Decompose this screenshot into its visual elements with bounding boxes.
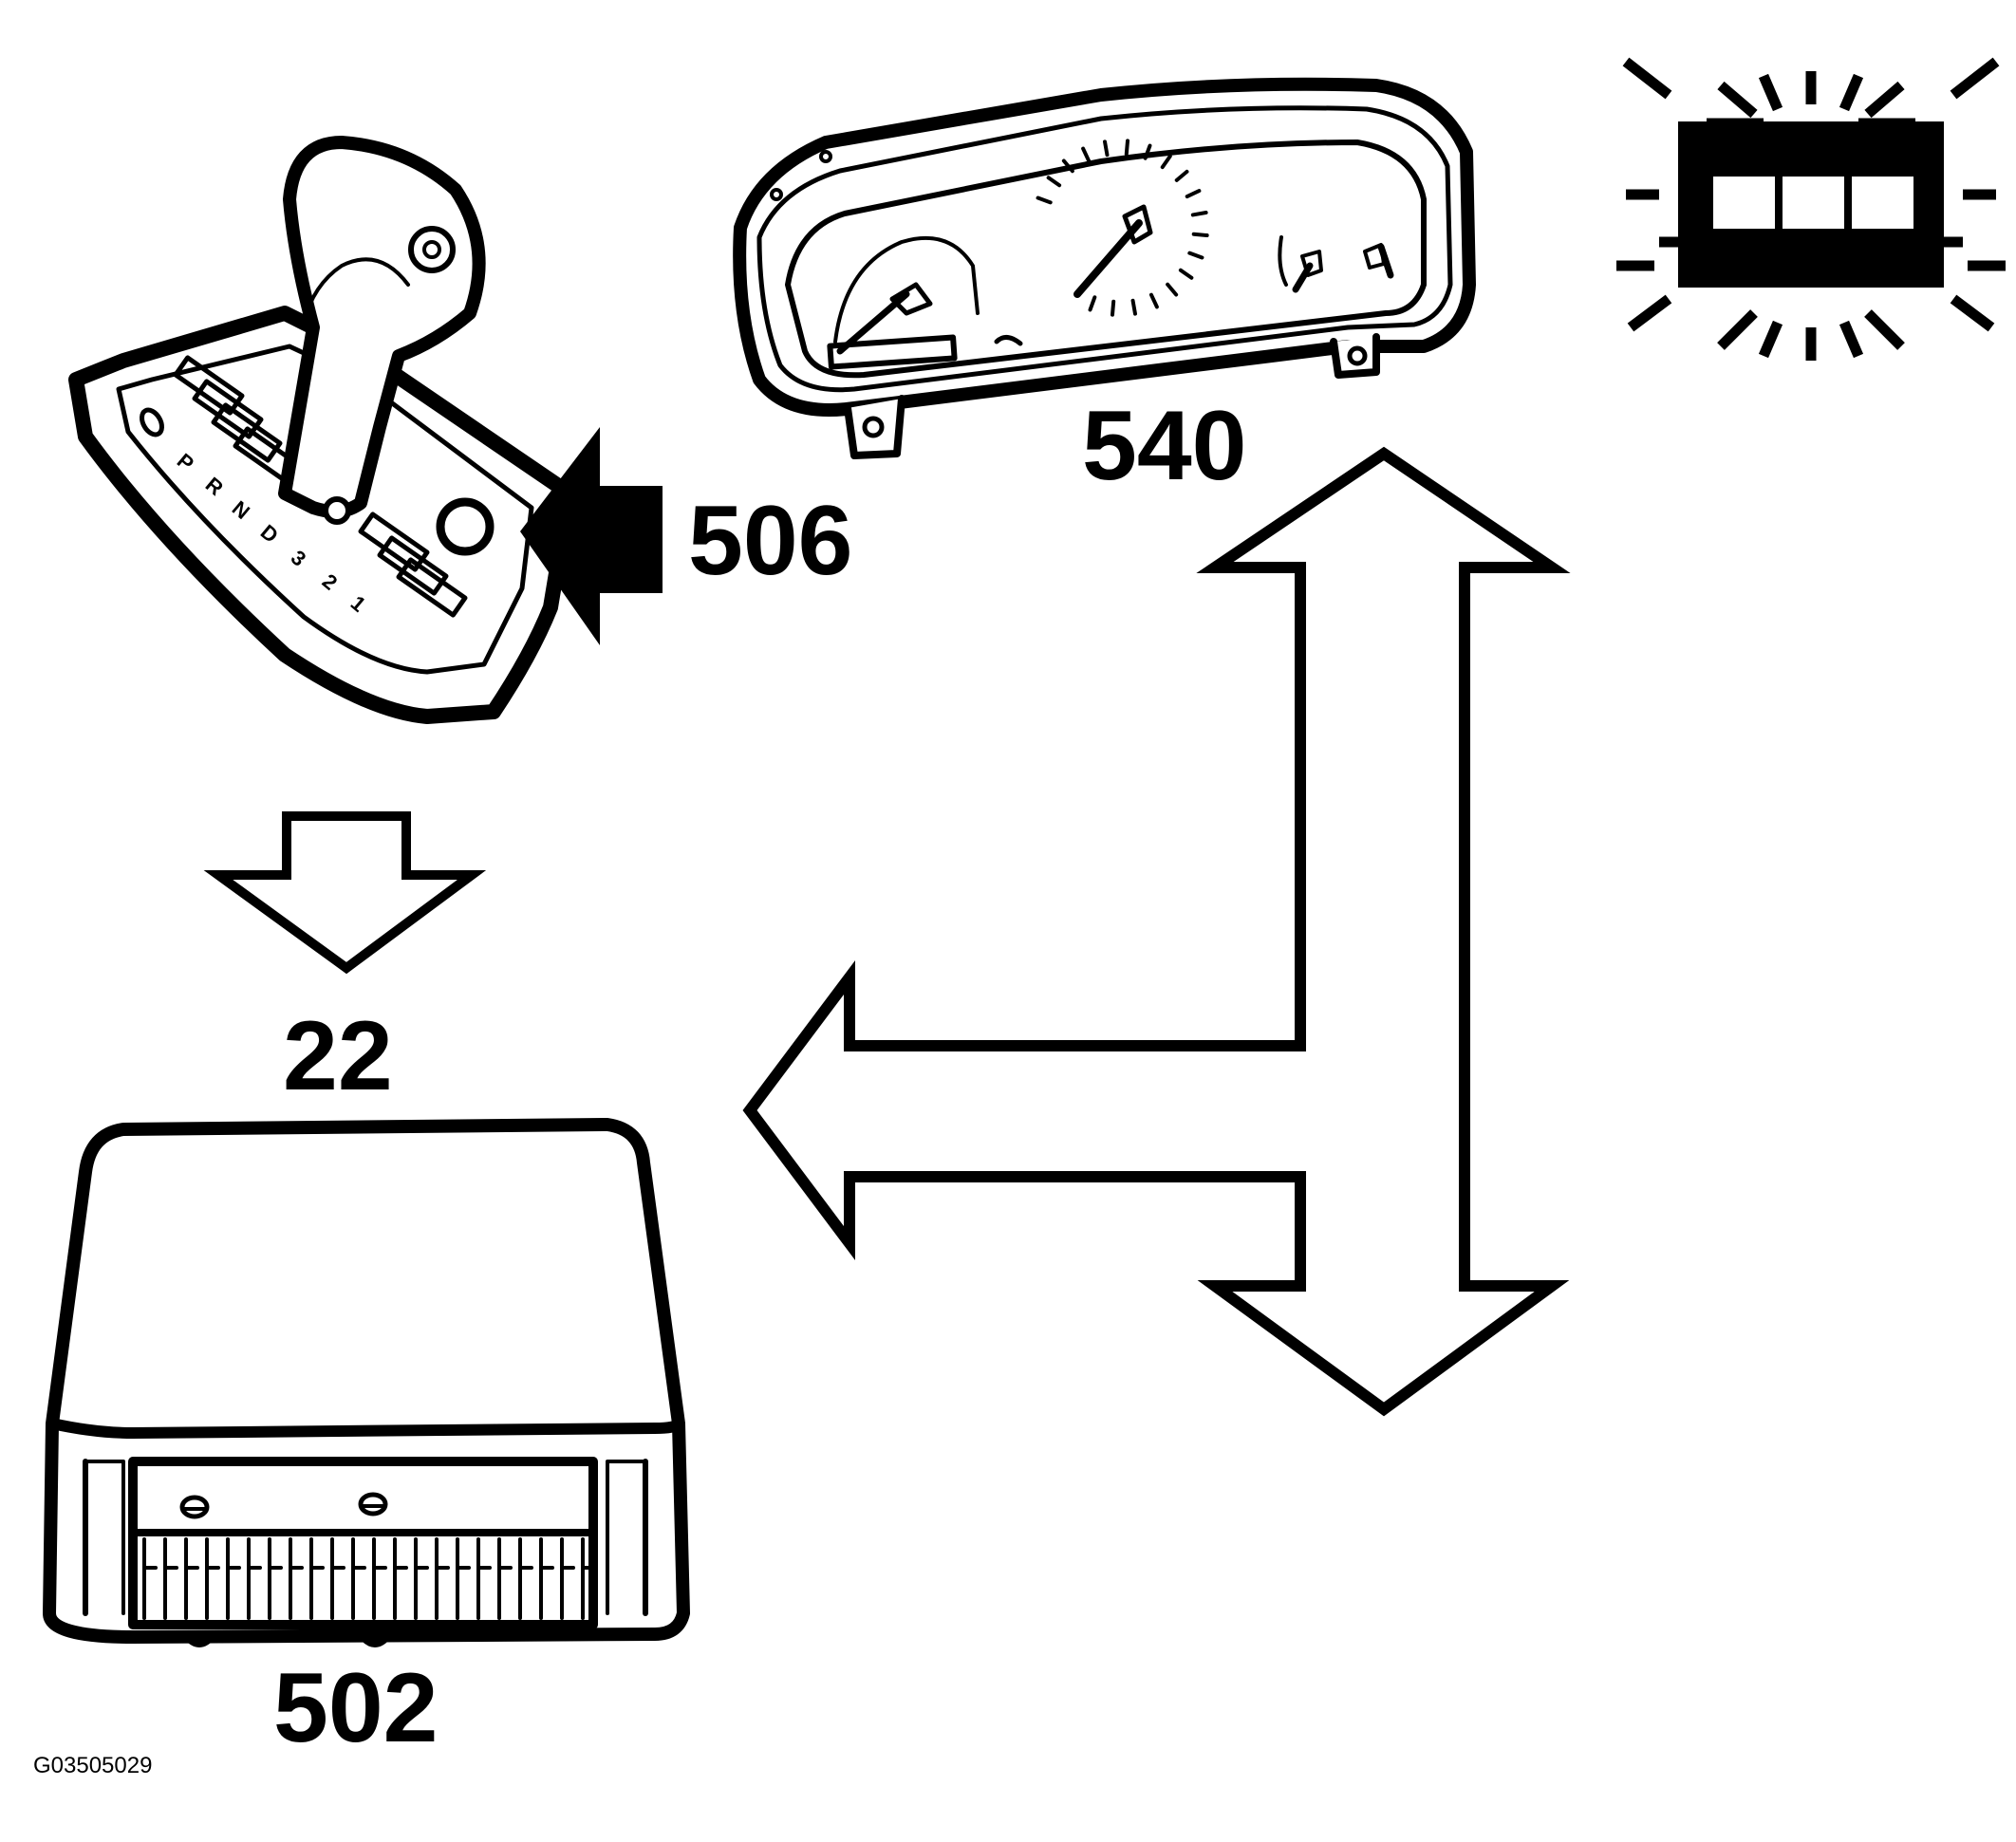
callout-506: 506 bbox=[688, 486, 853, 596]
lamp-rays bbox=[1616, 57, 2006, 361]
callout-502: 502 bbox=[273, 1653, 439, 1763]
gauge-ticks bbox=[1036, 139, 1209, 317]
gauge-tick bbox=[1124, 139, 1130, 157]
lamp-ray bbox=[1622, 57, 1672, 100]
gear-selector-lever-icon: P R N D 3 2 1 bbox=[68, 136, 577, 724]
lamp-ray bbox=[1627, 294, 1672, 332]
transmission-control-module-icon bbox=[43, 1118, 690, 1647]
gauge-tick bbox=[1174, 169, 1189, 182]
gauge-tick bbox=[1046, 176, 1062, 188]
lamp-ray bbox=[1717, 309, 1758, 350]
gauge-tick bbox=[1190, 211, 1208, 217]
gauge-tick bbox=[1081, 146, 1092, 163]
instrument-cluster-icon bbox=[733, 77, 1476, 459]
lamp-ray bbox=[1950, 57, 2000, 100]
lamp-ray bbox=[1864, 309, 1905, 350]
lamp-ray bbox=[1839, 320, 1864, 359]
gauge-tick bbox=[1185, 189, 1202, 199]
gauge-tick bbox=[1160, 154, 1172, 170]
selector-pointer-arrow bbox=[520, 427, 663, 645]
lamp-ray bbox=[1839, 73, 1864, 112]
gauge-tick bbox=[1036, 195, 1053, 205]
gauge-tick bbox=[1061, 158, 1074, 174]
gauge-tick bbox=[1110, 299, 1116, 317]
bidirectional-communication-arrow bbox=[742, 446, 1571, 1417]
gauge-tick bbox=[1148, 292, 1159, 309]
gauge-tick bbox=[1130, 298, 1137, 316]
lamp-ray bbox=[1758, 73, 1783, 112]
gauge-tick bbox=[1187, 251, 1204, 260]
gauge-tick bbox=[1143, 143, 1152, 160]
warning-lamp-icon bbox=[1616, 57, 2006, 361]
signal-down-arrow bbox=[203, 811, 487, 975]
gauge-tick bbox=[1103, 140, 1110, 158]
lamp-ray bbox=[1758, 320, 1783, 359]
gauge-tick bbox=[1178, 268, 1194, 280]
callout-540: 540 bbox=[1082, 391, 1247, 501]
figure-id: G03505029 bbox=[33, 1753, 152, 1778]
gauge-tick bbox=[1088, 295, 1097, 312]
callout-22: 22 bbox=[283, 1001, 393, 1111]
lamp-ray bbox=[1864, 81, 1905, 119]
lamp-ray bbox=[1950, 294, 1995, 332]
gauge-tick bbox=[1191, 232, 1209, 238]
gauge-tick bbox=[1166, 282, 1179, 297]
lamp-ray bbox=[1717, 81, 1758, 119]
connector-pins bbox=[142, 1537, 596, 1620]
